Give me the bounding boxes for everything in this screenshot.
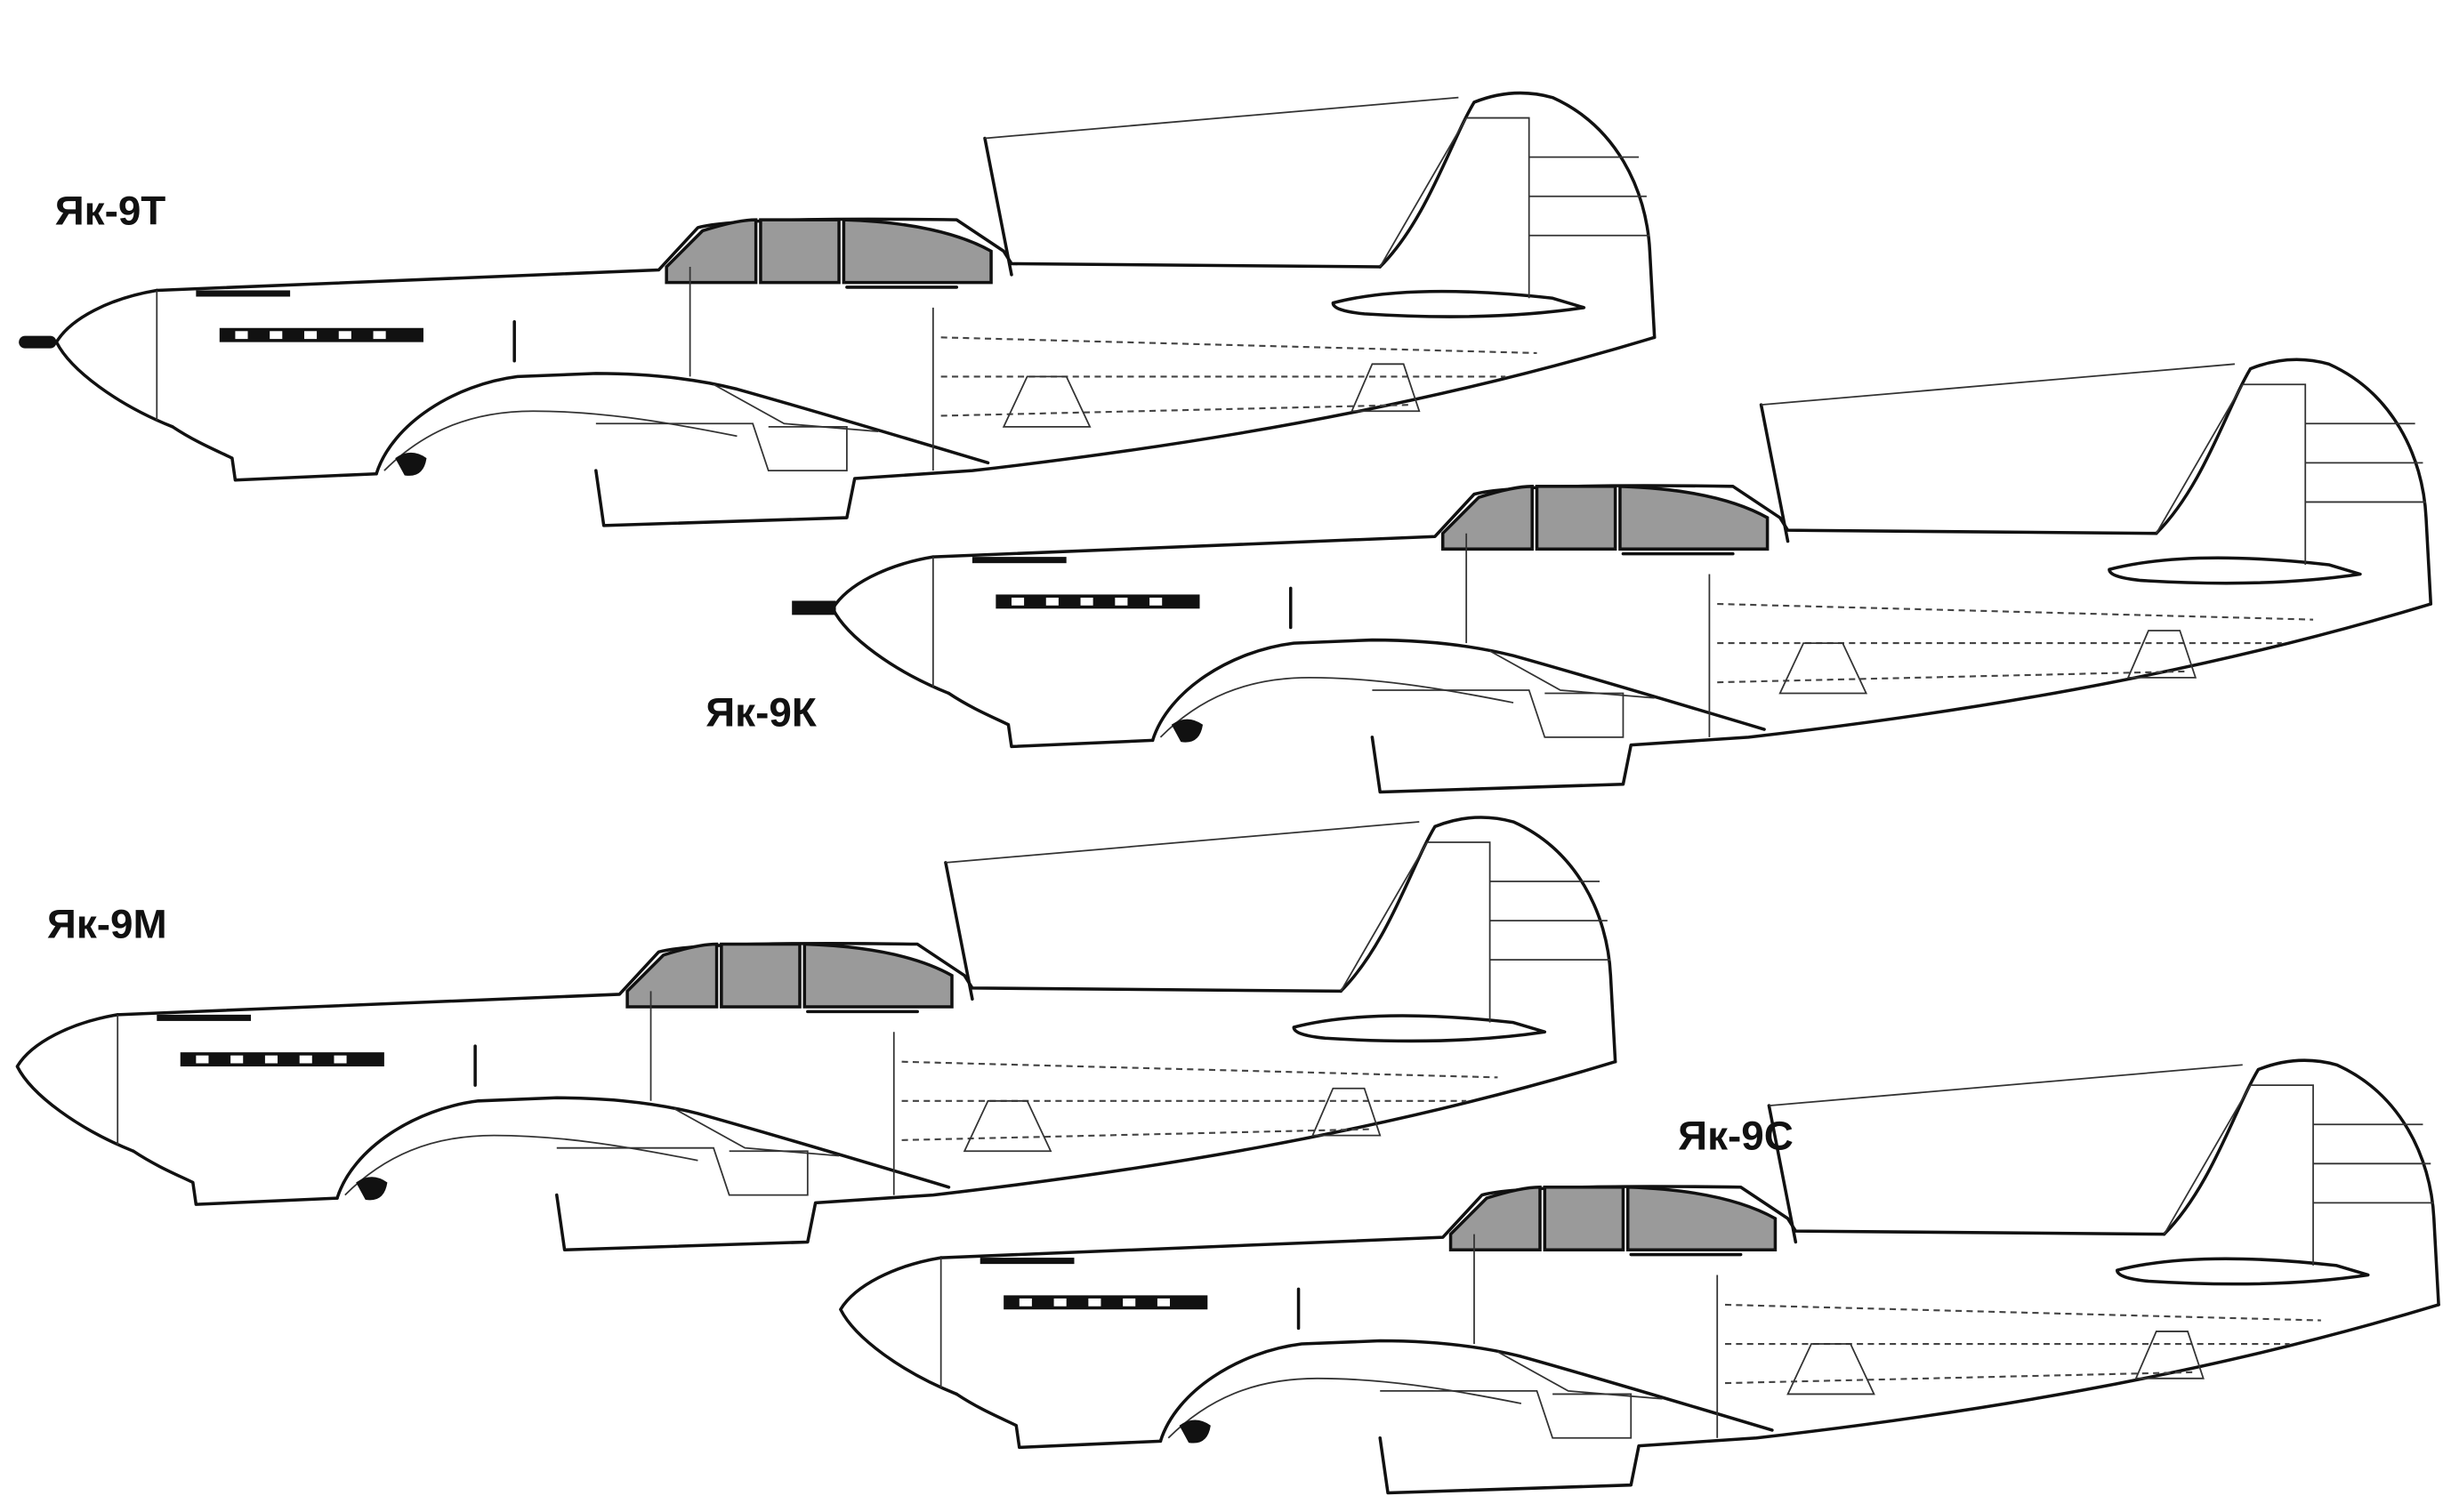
label-yak-9m: Як-9М: [47, 901, 167, 946]
aircraft-yak-9s: Як-9С: [839, 1058, 2440, 1495]
label-yak-9t: Як-9Т: [55, 188, 166, 233]
label-yak-9k: Як-9К: [705, 690, 818, 736]
label-yak-9s: Як-9С: [1678, 1113, 1794, 1158]
aircraft-yak-9t: Як-9Т: [19, 91, 1657, 527]
aircraft-yak-9k: Як-9К: [705, 358, 2433, 794]
aircraft-yak-9m: Як-9М: [15, 816, 1617, 1252]
